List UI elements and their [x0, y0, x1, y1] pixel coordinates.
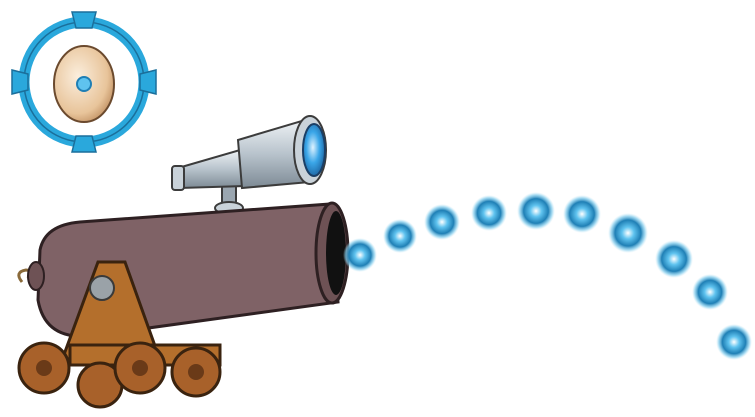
trajectory-dot — [383, 219, 417, 253]
telescope-icon — [171, 115, 327, 215]
trajectory-dot — [692, 274, 728, 310]
trajectory-dot — [343, 238, 377, 272]
egg-icon — [53, 45, 115, 123]
trajectory-path — [343, 192, 752, 360]
trajectory-dot — [517, 192, 555, 230]
crosshair-target-icon[interactable] — [11, 11, 157, 153]
trajectory-dot — [471, 195, 507, 231]
trajectory-dot — [563, 195, 601, 233]
cannon — [17, 201, 350, 409]
trajectory-dot — [655, 240, 693, 278]
cannon-wheels — [17, 341, 222, 409]
trajectory-dot — [716, 324, 752, 360]
trajectory-dot — [608, 213, 648, 253]
trajectory-dot — [424, 204, 460, 240]
